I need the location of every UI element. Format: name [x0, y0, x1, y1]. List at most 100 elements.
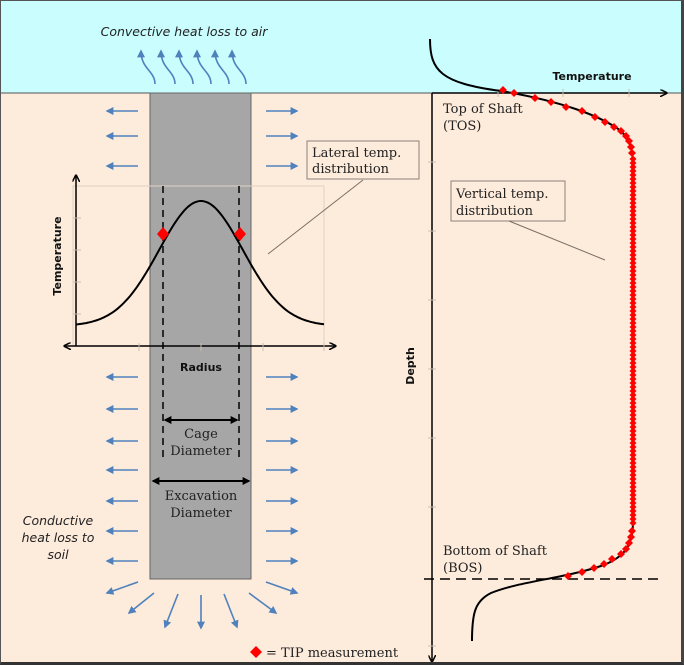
convective-arrow	[193, 49, 212, 85]
tip-marker	[578, 107, 586, 115]
tip-marker	[629, 479, 637, 487]
tip-marker	[629, 331, 637, 339]
tip-marker	[629, 215, 637, 223]
lateral-callout-line-2: distribution	[312, 162, 390, 177]
tip-marker	[629, 227, 637, 235]
convective-arrow	[157, 49, 176, 85]
convective-arrow	[211, 49, 230, 85]
tip-markers-vertical	[499, 86, 637, 580]
tip-marker	[591, 113, 599, 121]
tip-marker	[629, 323, 637, 331]
tip-marker	[629, 223, 637, 231]
tip-marker	[617, 550, 625, 558]
tip-marker	[629, 403, 637, 411]
conductive-label-1: Conductive	[23, 513, 94, 528]
bottom-of-shaft-label-1: Bottom of Shaft	[443, 544, 548, 559]
convective-arrow	[228, 49, 247, 85]
vertical-axis-ticks	[428, 89, 630, 647]
tip-marker	[629, 359, 637, 367]
conductive-arrow-bottom	[265, 581, 299, 595]
tip-marker	[629, 383, 637, 391]
tip-marker	[629, 175, 637, 183]
tip-marker	[629, 351, 637, 359]
tip-marker	[629, 371, 637, 379]
tip-marker	[629, 435, 637, 443]
tip-marker	[608, 555, 616, 563]
tip-marker	[629, 455, 637, 463]
tip-marker	[629, 231, 637, 239]
conductive-arrow-bottom	[105, 581, 139, 595]
excavation-label-1: Excavation	[165, 489, 238, 504]
tip-marker	[629, 199, 637, 207]
bottom-of-shaft-label-2: (BOS)	[443, 561, 483, 576]
tip-marker	[629, 355, 637, 363]
tip-marker	[622, 545, 630, 553]
tip-marker	[629, 347, 637, 355]
tip-marker	[629, 467, 637, 475]
tip-marker	[629, 299, 637, 307]
lateral-callout-line-1: Lateral temp.	[312, 146, 401, 161]
tip-marker	[629, 275, 637, 283]
convective-heat-loss-label: Convective heat loss to air	[101, 24, 269, 39]
vertical-callout-leader	[508, 220, 606, 261]
lateral-callout-leader	[267, 179, 364, 255]
tip-marker	[629, 319, 637, 327]
tip-marker	[629, 507, 637, 515]
tip-marker	[629, 211, 637, 219]
tip-marker	[629, 307, 637, 315]
tip-marker	[628, 527, 636, 535]
air-region	[1, 1, 681, 93]
lateral-temp-curve	[75, 200, 325, 326]
tip-marker	[600, 560, 608, 568]
tip-marker	[629, 447, 637, 455]
tip-marker	[629, 155, 637, 163]
vertical-xlabel: Temperature	[552, 70, 631, 83]
tip-marker	[629, 339, 637, 347]
tip-marker	[629, 255, 637, 263]
tip-marker	[601, 118, 609, 126]
tip-marker	[610, 123, 618, 131]
tip-marker	[629, 171, 637, 179]
tip-marker	[629, 187, 637, 195]
tip-marker	[629, 219, 637, 227]
conductive-arrows	[105, 107, 299, 630]
tip-marker	[578, 568, 586, 576]
tip-marker	[629, 263, 637, 271]
tip-marker	[629, 363, 637, 371]
cage-label-2: Diameter	[170, 444, 232, 459]
tip-marker	[629, 191, 637, 199]
tip-marker	[629, 415, 637, 423]
tip-marker	[629, 291, 637, 299]
tip-marker	[629, 439, 637, 447]
tip-marker	[564, 572, 572, 580]
tip-marker	[629, 203, 637, 211]
tip-marker	[629, 459, 637, 467]
tip-marker	[629, 303, 637, 311]
tip-marker	[629, 515, 637, 523]
tip-marker	[629, 243, 637, 251]
tip-marker	[629, 379, 637, 387]
tip-marker	[629, 451, 637, 459]
legend-tip-marker-icon	[250, 646, 262, 658]
tip-marker	[629, 499, 637, 507]
tip-marker	[629, 207, 637, 215]
tip-marker	[629, 367, 637, 375]
tip-marker	[629, 495, 637, 503]
tip-marker	[629, 335, 637, 343]
tip-marker	[629, 483, 637, 491]
convective-arrow	[137, 49, 156, 85]
tip-marker	[629, 195, 637, 203]
conductive-arrow-bottom	[223, 593, 239, 629]
tip-marker	[562, 103, 570, 111]
tip-marker	[629, 411, 637, 419]
tip-marker	[629, 271, 637, 279]
tip-marker	[499, 86, 507, 94]
tip-marker	[629, 475, 637, 483]
tip-marker	[510, 89, 518, 97]
conductive-arrow-bottom	[127, 592, 155, 614]
tip-marker	[547, 98, 555, 106]
tip-marker	[629, 427, 637, 435]
tip-marker	[629, 431, 637, 439]
conductive-arrow-bottom	[163, 593, 179, 629]
